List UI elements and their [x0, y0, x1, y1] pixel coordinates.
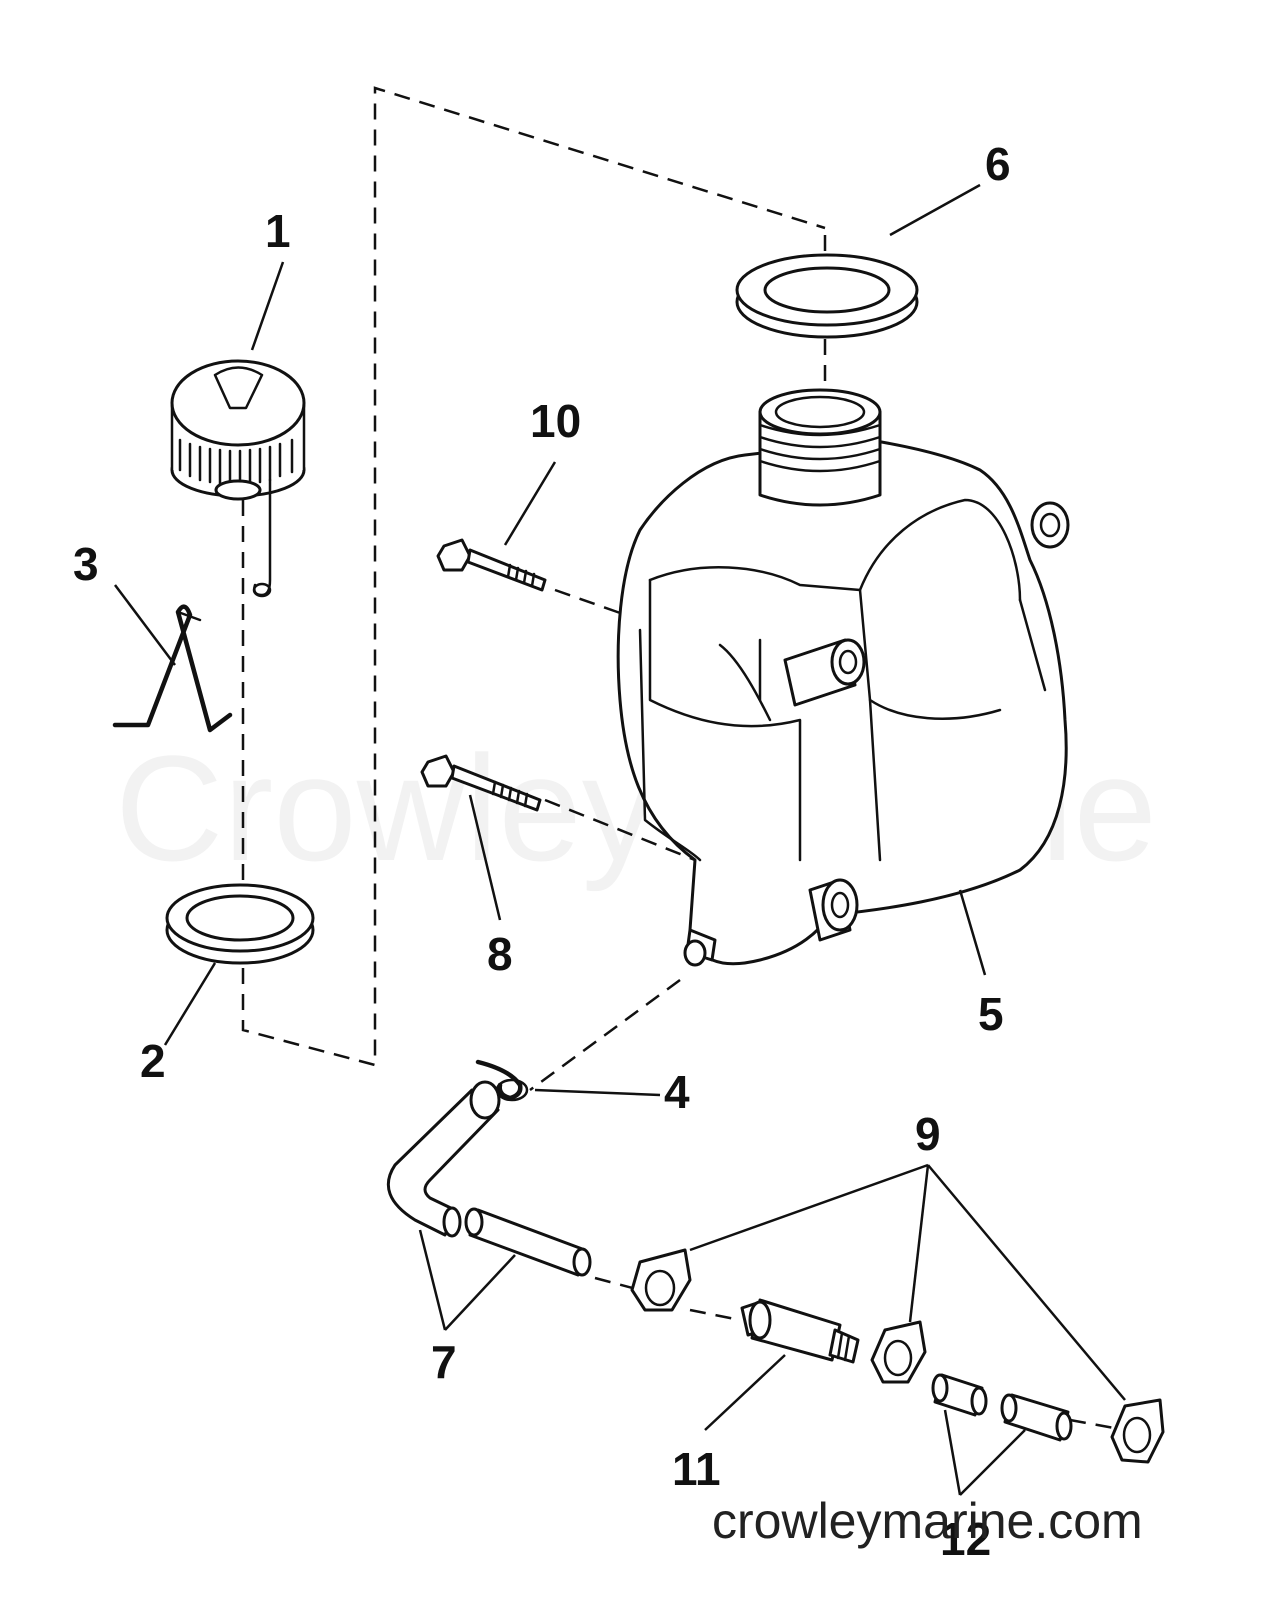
callout-12: 12 [940, 1513, 991, 1565]
short-hose-part [931, 1373, 1073, 1442]
callout-8: 8 [487, 928, 513, 980]
callout-4: 4 [664, 1066, 690, 1118]
upper-bolt-part [436, 538, 547, 592]
oil-tank-part [616, 388, 1070, 967]
callout-10: 10 [530, 395, 581, 447]
callout-11: 11 [672, 1443, 721, 1495]
lower-bolt-part [420, 754, 542, 812]
wire-clip-part [112, 604, 233, 733]
callout-6: 6 [985, 138, 1011, 190]
cap-gasket-part [165, 883, 315, 965]
website-text: crowleymarine.com [712, 1493, 1143, 1549]
fill-cap-part [170, 359, 306, 598]
callout-1: 1 [265, 205, 291, 257]
callout-5: 5 [978, 988, 1004, 1040]
callout-labels: 1 2 3 4 5 6 7 8 9 10 11 12 [73, 138, 1011, 1565]
callout-7: 7 [431, 1336, 457, 1388]
hose-clip-part [630, 1248, 1165, 1464]
hose-part [386, 1080, 592, 1277]
callout-9: 9 [915, 1108, 941, 1160]
tank-seal-ring-part [735, 253, 919, 339]
fitting-part [740, 1298, 860, 1364]
callout-3: 3 [73, 538, 99, 590]
callout-2: 2 [140, 1035, 166, 1087]
leader-lines [114, 183, 1126, 1496]
